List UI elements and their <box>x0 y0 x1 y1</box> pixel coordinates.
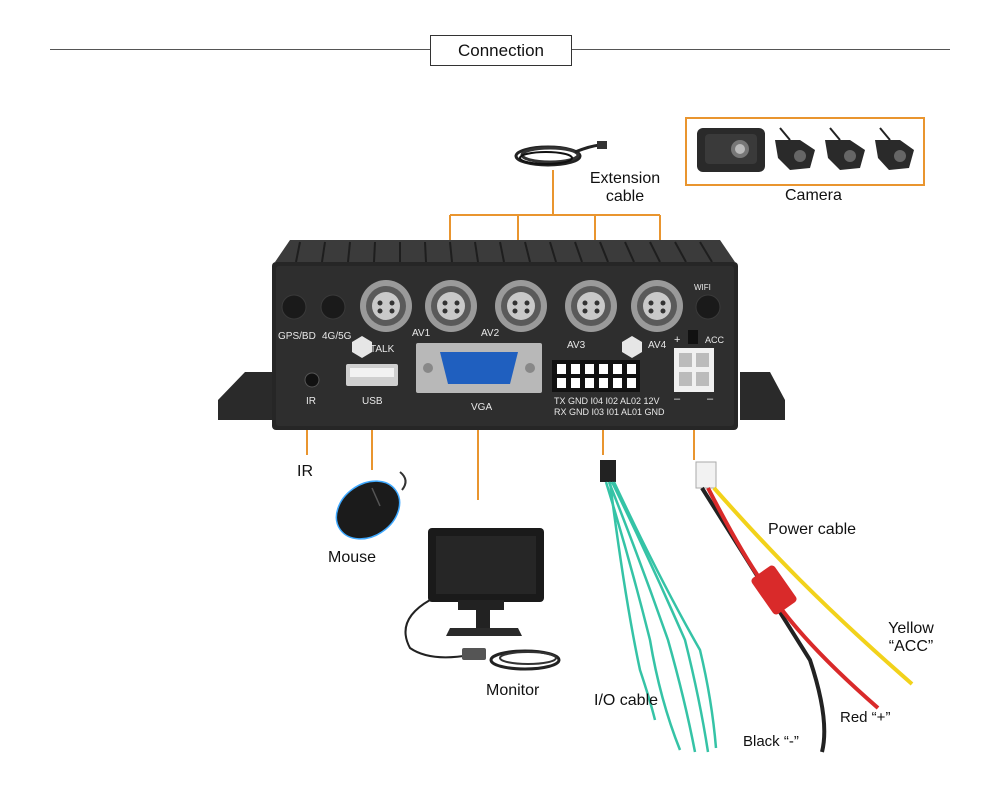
panel-acc-label: ACC <box>705 335 725 345</box>
panel-av1-label: AV1 <box>412 328 431 339</box>
power-cable-image <box>695 461 914 753</box>
extension-cable-label-line1: Extension <box>589 170 661 187</box>
panel-vga-label: VGA <box>471 402 492 413</box>
mouse-label: Mouse <box>328 549 377 566</box>
header-rule-right <box>572 49 950 50</box>
panel-plus-label: + <box>674 334 680 346</box>
camera-image-4 <box>875 127 914 170</box>
dvr-device <box>218 240 785 430</box>
panel-minus-1: – <box>674 393 681 405</box>
camera-label: Camera <box>785 187 842 204</box>
section-title: Connection <box>430 35 572 66</box>
extension-cable-label-line2: cable <box>605 188 645 205</box>
header-rule-left <box>50 49 430 50</box>
camera-image-2 <box>775 127 815 170</box>
panel-4g5g-label: 4G/5G <box>322 331 352 342</box>
yellow-acc-label-line2: “ACC” <box>888 638 934 655</box>
camera-image-1 <box>697 128 765 172</box>
panel-talk-label: TALK <box>370 344 395 355</box>
panel-av4-label: AV4 <box>648 340 667 351</box>
io-cable-image <box>600 460 718 753</box>
yellow-acc-label: Yellow “ACC” <box>878 620 944 656</box>
black-minus-label: Black “-” <box>743 733 799 750</box>
ir-label: IR <box>297 463 313 480</box>
panel-ir-label: IR <box>306 396 316 407</box>
panel-io-row1: TX GND I04 I02 AL02 12V <box>554 396 660 406</box>
monitor-image <box>404 528 561 671</box>
power-cable-label: Power cable <box>768 521 857 538</box>
panel-gps-label: GPS/BD <box>278 331 316 342</box>
io-cable-label: I/O cable <box>594 692 659 709</box>
monitor-label: Monitor <box>486 682 540 699</box>
panel-usb-label: USB <box>362 396 383 407</box>
panel-av2-label: AV2 <box>481 328 500 339</box>
panel-labels: GPS/BD 4G/5G AV1 AV2 AV3 AV4 WIFI TALK A… <box>278 283 725 417</box>
extension-cable-image <box>514 141 607 167</box>
yellow-acc-label-line1: Yellow <box>888 620 934 637</box>
red-plus-label: Red “+” <box>840 709 891 726</box>
camera-image-3 <box>825 127 865 170</box>
mouse-image <box>335 471 407 540</box>
panel-av3-label: AV3 <box>567 340 586 351</box>
extension-cable-label: Extension cable <box>578 170 672 206</box>
panel-wifi-label: WIFI <box>694 283 711 292</box>
panel-io-row2: RX GND I03 I01 AL01 GND <box>554 407 665 417</box>
panel-minus-2: – <box>707 393 714 405</box>
